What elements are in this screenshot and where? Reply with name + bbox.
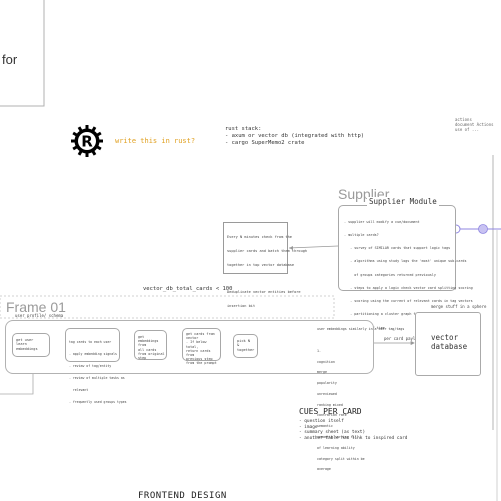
flow-step-text: get embeddings from all cards from origi… [138, 335, 166, 360]
flow-step-5[interactable]: pick N & together [233, 334, 258, 358]
note-line: Every N minutes check from the [227, 235, 292, 240]
note-line: semantic [317, 424, 333, 429]
vector-db-note: merge stuff in a sphere [431, 304, 487, 309]
cues-item: - image [299, 424, 318, 430]
flow-step-text: tag cards to each user - apply embedding… [69, 332, 127, 412]
note-line: supplier cards and batch them through [227, 248, 308, 253]
flow-line: get user [16, 338, 34, 342]
frame-01-tag: user profile/ schema [15, 313, 64, 318]
note-line: unreviewed [317, 391, 337, 396]
flow-step-2[interactable]: tag cards to each user - apply embedding… [65, 328, 127, 404]
vector-total-label: vector_db_total_cards < 100 [143, 286, 233, 292]
supplier-module-title: Supplier Module [367, 197, 439, 206]
flow-line: step [138, 356, 147, 361]
flow-line: - review of tag/entity [69, 364, 112, 368]
frame-01-label[interactable]: Frame 01 [6, 299, 66, 315]
note-line: user embeddings similarly in a user tag/… [317, 327, 405, 332]
rust-stack-title: rust stack: [225, 126, 262, 132]
flow-line: from original [138, 351, 165, 356]
note-line: category split within be [317, 456, 365, 461]
flow-line: tag cards to each user [69, 340, 112, 344]
vector-db-arrow-label: per card payload [384, 336, 423, 341]
flow-line: get [138, 335, 145, 339]
note-line [227, 277, 307, 282]
cues-title: CUES PER CARD [299, 407, 362, 416]
flow-line: return cards from [186, 348, 211, 358]
flow-line: embeddings from [138, 339, 159, 348]
note-line: average [317, 467, 331, 472]
note-line: document Actions [455, 122, 494, 127]
note-line: semantic sorting fill [317, 435, 359, 439]
flow-line: relevant [69, 388, 89, 392]
rust-question: write this in rust? [115, 137, 196, 145]
flow-line: previous step [186, 357, 213, 362]
flow-line: - apply embedding signals [69, 352, 117, 356]
note-line: 1. [317, 348, 321, 353]
flow-line: together [237, 347, 255, 352]
supplier-notes: - supplier will modify a cue/document - … [344, 211, 477, 339]
note-line: of learning ability [317, 445, 355, 450]
flow-line: - frequently used groups types [69, 400, 127, 404]
flow-step-text: pick N & together [237, 339, 254, 352]
supplier-line: of groups categories returned previously [344, 272, 436, 277]
note-line: Deduplicate vector entities before [227, 290, 301, 295]
note-line: actions [455, 117, 472, 122]
rust-stack-note: rust stack: - axum or vector db (integra… [225, 126, 364, 147]
supplier-module-box[interactable]: Supplier Module - supplier will modify a… [338, 197, 477, 330]
flow-line: - If below total, [186, 340, 207, 349]
left-panel-outline [0, 0, 45, 107]
note-line: merge [317, 370, 327, 375]
supplier-line: - survey of SIMILAR cards that support l… [344, 246, 451, 251]
dashed-region [0, 295, 335, 319]
cues-item: - another table has link to inspired car… [299, 435, 408, 441]
flow-line: pick N [237, 339, 250, 343]
flow-line: vector [186, 336, 199, 341]
rust-logo-icon: R [70, 124, 104, 158]
flow-step-1[interactable]: get user learn embeddings [12, 333, 50, 357]
note-line: contrarian rate [317, 413, 347, 418]
supplier-line: - supplier will modify a cue/document [344, 219, 420, 224]
connector-handle-filled [478, 224, 488, 234]
note-line: popularity [317, 381, 337, 386]
supplier-line: - scoring using the current of relevant … [344, 299, 473, 304]
rust-stack-item: - cargo SuperMemo2 crate [225, 140, 305, 146]
rust-stack-item: - axum or vector db (integrated with htt… [225, 133, 365, 139]
note-line: insertion bit [227, 304, 256, 309]
frontend-design-title: FRONTEND DESIGN [138, 491, 227, 501]
note-line: ranking mixed [317, 402, 343, 407]
flow-line: embeddings [16, 346, 38, 351]
flow-step-3[interactable]: get embeddings from all cards from origi… [134, 330, 167, 360]
flow-step-text: get user learn embeddings [16, 338, 38, 351]
left-panel-text: for [2, 52, 18, 67]
frame-01-notes: user embeddings similarly in a user tag/… [317, 321, 404, 476]
flow-step-text: get cards from vector - If below total, … [186, 332, 220, 366]
cues-list: - question itself - image - summary shee… [299, 419, 407, 441]
batch-note-box[interactable]: Every N minutes check from the supplier … [223, 222, 307, 336]
vector-database-box[interactable]: vector database [415, 312, 481, 376]
flow-line: learn [16, 342, 27, 347]
note-line: cognition [317, 359, 335, 364]
cues-item: - summary sheet (as text) [299, 430, 366, 436]
flow-line: get cards from [186, 332, 215, 336]
supplier-line: - steps to apply a logic check vector ca… [344, 285, 473, 290]
top-right-note: actions document Actions use of ... [455, 117, 494, 132]
cues-item: - question itself [299, 419, 344, 424]
supplier-arrow [288, 245, 339, 249]
note-line: use of ... [455, 127, 480, 132]
flow-step-4[interactable]: get cards from vector - If below total, … [182, 328, 221, 365]
vector-database-label: vector database [431, 333, 468, 351]
supplier-line: - multiple cards? [344, 233, 379, 238]
flow-line: & [237, 343, 240, 348]
flow-line: - review of multiple tasks as [69, 376, 125, 380]
flow-line: from the prompt [186, 361, 217, 366]
svg-text:R: R [81, 133, 93, 151]
flow-line: all cards [138, 347, 157, 352]
supplier-line: - algorithms using study logs the 'most'… [344, 259, 467, 264]
note-line: together in top vector database [227, 262, 295, 267]
